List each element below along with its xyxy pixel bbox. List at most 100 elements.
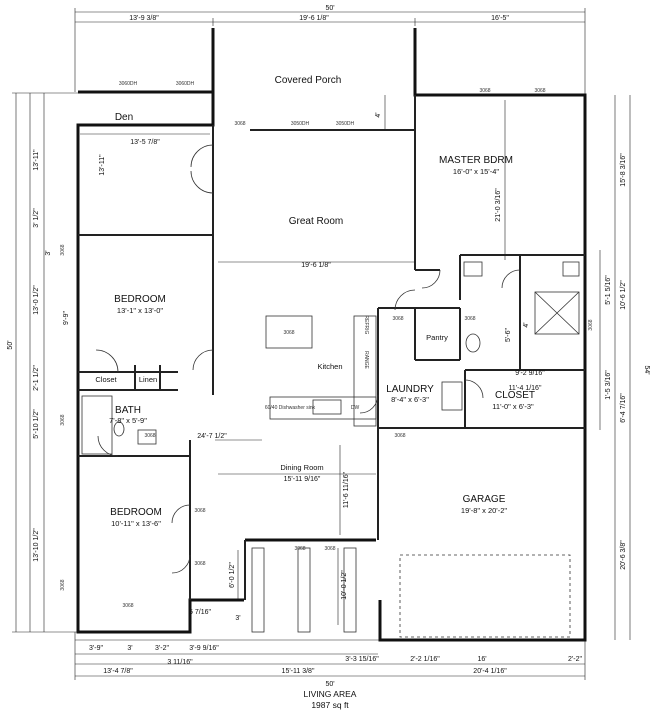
- left-dim-6: 13'-10 1/2": [33, 528, 40, 562]
- bath-dim: 24'-7 1/2": [197, 433, 227, 440]
- door-label: 3068: [60, 579, 66, 590]
- pantry-right-dim: 5'-6": [505, 328, 512, 342]
- bedroom-1-label: BEDROOM: [114, 294, 166, 305]
- garage-size: 19'-8" x 20'-2": [461, 506, 507, 515]
- door-label: 3068: [324, 546, 335, 552]
- small-closet-label: Closet: [95, 375, 117, 384]
- laundry-label: LAUNDRY: [386, 384, 434, 395]
- bottom-small-dim: 5 7/16": [189, 609, 211, 616]
- bottom-dim-5: 3'-3 15/16": [345, 656, 379, 663]
- master-bedroom-label: MASTER BDRM: [439, 155, 513, 166]
- dining-width-dim: 15'-11 9/16": [284, 476, 321, 483]
- window-label: 3060DH: [176, 81, 195, 87]
- great-room-label: Great Room: [289, 216, 343, 227]
- window-label: 3060DH: [119, 81, 138, 87]
- left-dim-5: 5'-10 1/2": [33, 409, 40, 439]
- dining-room-label: Dining Room: [280, 463, 323, 472]
- right-overall-dim: 54': [643, 365, 650, 374]
- left-dim-4: 2'-1 1/2": [33, 365, 40, 391]
- overall-width-bottom: 50': [325, 681, 334, 688]
- top-dim-a: 13'-9 3/8": [129, 15, 159, 22]
- overall-width-top: 50': [325, 5, 334, 12]
- right-dim-2: 10'-6 1/2": [620, 280, 627, 310]
- door-label: 3068: [194, 561, 205, 567]
- entry-depth-dim: 10'-0 1/2": [341, 570, 348, 600]
- den-label: Den: [115, 112, 133, 123]
- window-label: 3050DH: [336, 121, 355, 127]
- entry-height-dim: 6'-0 1/2": [229, 562, 236, 588]
- left-dim-2: 3' 1/2": [33, 208, 40, 228]
- living-area-value: 1987 sq ft: [311, 700, 349, 710]
- door-label: 3068: [294, 546, 305, 552]
- bottom-3ft-dim: 3': [235, 615, 240, 622]
- closet-label: CLOSET: [495, 390, 535, 401]
- island-label: 3068: [283, 330, 294, 336]
- bath-label: BATH: [115, 405, 141, 416]
- right-dim-5: 6'-4 7/16": [620, 393, 627, 423]
- closet-width-dim: 11'-4 1/16": [509, 385, 542, 392]
- bottom-dim-6: 2'-2 1/16": [410, 656, 440, 663]
- window-label: 3050DH: [291, 121, 310, 127]
- doors: [95, 144, 521, 574]
- bedroom-2-size: 10'-11" x 13'-6": [111, 519, 161, 528]
- door-label: 3068: [60, 244, 66, 255]
- closet-a-dim: 9'-2 9/16": [515, 370, 545, 377]
- den-width-dim: 13'-5 7/8": [130, 139, 160, 146]
- bottom-dim-7: 16': [477, 656, 486, 663]
- dishwasher-label: DW: [351, 405, 360, 411]
- bottom-dim-1: 3'-9": [89, 645, 103, 652]
- top-dim-c: 16'-5": [491, 15, 509, 22]
- range-label: RANGE: [363, 351, 369, 369]
- linen-label: Linen: [139, 375, 157, 384]
- bath-size: 7'-8" x 5'-9": [109, 416, 147, 425]
- door-label: 3068: [464, 316, 475, 322]
- bedroom-1-size: 13'-1" x 13'-0": [117, 306, 163, 315]
- laundry-size: 8'-4" x 6'-3": [391, 395, 429, 404]
- shower-dim: 4': [523, 322, 530, 327]
- right-dim-6: 20'-6 3/8": [620, 540, 627, 570]
- great-room-width-dim: 19'-6 1/8": [301, 262, 331, 269]
- bottom-dim-8: 2'-2": [568, 656, 582, 663]
- right-dim-3: 5'-1 5/16": [605, 275, 612, 305]
- dimension-lines: [12, 8, 631, 680]
- bottom-dim-3: 3'-2": [155, 645, 169, 652]
- door-label: 3068: [392, 316, 403, 322]
- fixtures: [81, 261, 580, 638]
- bedroom-1-depth-dim: 9'-9": [63, 311, 70, 325]
- refrigerator-label: REFRIG: [363, 316, 369, 335]
- living-area-title: LIVING AREA: [304, 689, 357, 699]
- porch-depth-dim: 4': [375, 112, 382, 117]
- bottom-dim-2: 3': [127, 645, 132, 652]
- pantry-label: Pantry: [426, 333, 448, 342]
- left-dim-3: 13'-0 1/2": [33, 285, 40, 315]
- door-label: 3068: [60, 414, 66, 425]
- bedroom-2-label: BEDROOM: [110, 507, 162, 518]
- kitchen-label: Kitchen: [317, 362, 342, 371]
- right-dim-4: 1'-5 3/16": [605, 370, 612, 400]
- door-label: 3068: [534, 88, 545, 94]
- left-inner-3ft-dim: 3': [45, 250, 52, 255]
- bottom-dim-c1: 13'-4 7/8": [103, 668, 133, 675]
- closet-size: 11'-0" x 6'-3": [492, 402, 534, 411]
- bottom-dim-c2: 3 11/16": [167, 659, 193, 666]
- den-height-dim: 13'-11": [99, 154, 106, 176]
- dining-depth-dim: 11'-6 11/16": [343, 471, 350, 508]
- garage-label: GARAGE: [463, 494, 506, 505]
- door-label: 3068: [122, 603, 133, 609]
- door-label: 3068: [588, 319, 594, 330]
- master-depth-dim: 21'-0 3/16": [495, 188, 502, 222]
- covered-porch-label: Covered Porch: [275, 75, 342, 86]
- left-dim-1: 13'-11": [33, 149, 40, 171]
- bottom-dim-c4: 20'-4 1/16": [473, 668, 507, 675]
- door-label: 3068: [194, 508, 205, 514]
- sink-label: 60/40 Dishwasher sink: [265, 405, 316, 411]
- left-overall-dim: 50': [7, 340, 14, 349]
- bottom-dim-c3: 15'-11 3/8": [282, 668, 315, 675]
- master-bedroom-size: 16'-0" x 15'-4": [453, 167, 499, 176]
- bottom-dim-4: 3'-9 9/16": [189, 645, 219, 652]
- door-label: 3068: [394, 433, 405, 439]
- top-dim-b: 19'-6 1/8": [299, 15, 329, 22]
- door-label: 3068: [144, 433, 155, 439]
- right-dim-1: 15'-8 3/16": [620, 153, 627, 187]
